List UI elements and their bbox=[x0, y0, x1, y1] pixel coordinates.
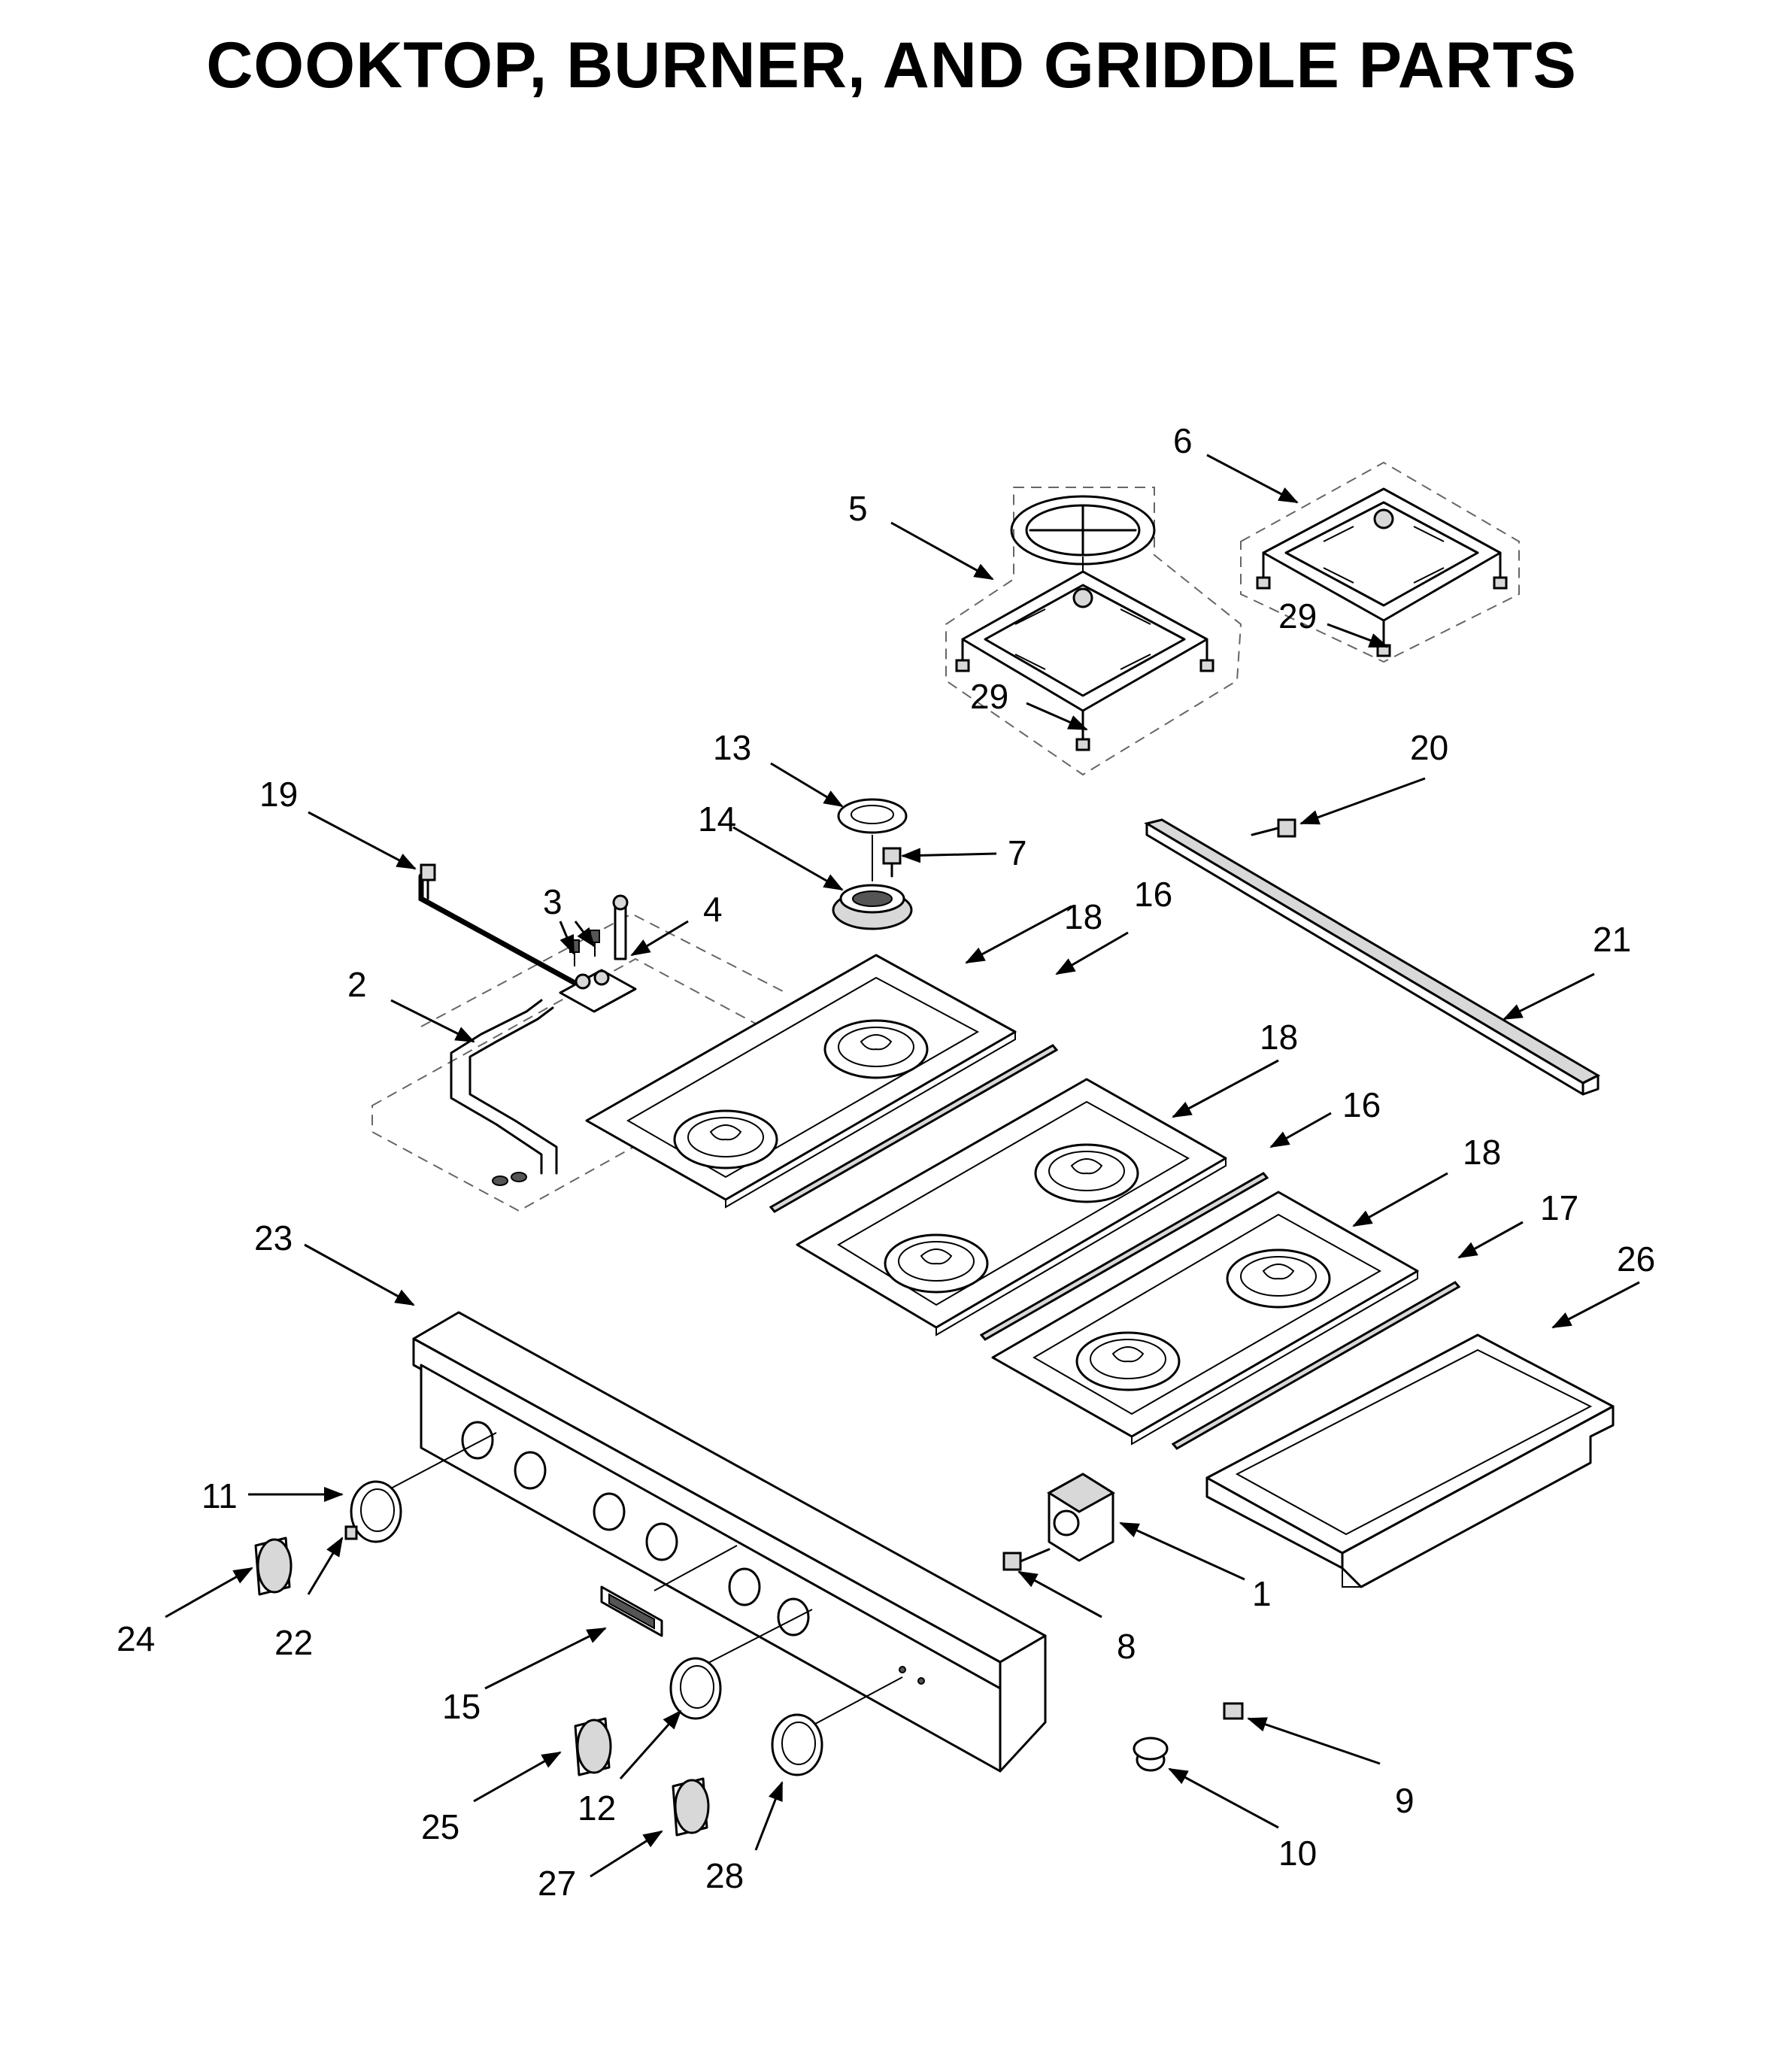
callout-21: 21 bbox=[1593, 920, 1631, 959]
part-10-plug bbox=[1133, 1737, 1169, 1772]
callout-16a: 16 bbox=[1134, 875, 1172, 914]
callout-15: 15 bbox=[442, 1687, 481, 1726]
callout-6: 6 bbox=[1173, 421, 1193, 460]
part-25-knob bbox=[574, 1717, 612, 1776]
callout-28: 28 bbox=[705, 1856, 744, 1895]
part-24-knob bbox=[254, 1537, 293, 1596]
callout-29a: 29 bbox=[970, 677, 1008, 716]
part-6-grate-assembly bbox=[1240, 461, 1520, 663]
part-16-trim-1 bbox=[769, 1044, 1059, 1213]
part-9-switch bbox=[1223, 1702, 1244, 1720]
part-14-burner-base bbox=[832, 835, 913, 930]
part-16-trim-2 bbox=[979, 1172, 1269, 1341]
part-15-badge bbox=[600, 1585, 663, 1637]
part-18-burner-pan-1 bbox=[585, 954, 1017, 1209]
callout-2: 2 bbox=[347, 965, 367, 1004]
callout-27: 27 bbox=[538, 1864, 576, 1903]
callout-8: 8 bbox=[1117, 1627, 1136, 1666]
part-26-griddle bbox=[1205, 1333, 1615, 1588]
callout-5: 5 bbox=[848, 489, 868, 528]
callout-16b: 16 bbox=[1342, 1085, 1381, 1124]
callout-arrows bbox=[165, 454, 1640, 1878]
callout-11: 11 bbox=[202, 1476, 238, 1515]
callout-18b: 18 bbox=[1260, 1018, 1298, 1057]
callout-9: 9 bbox=[1395, 1781, 1415, 1820]
part-13-burner-cap bbox=[837, 798, 908, 834]
callout-10: 10 bbox=[1278, 1834, 1317, 1873]
page-title: COOKTOP, BURNER, AND GRIDDLE PARTS bbox=[206, 29, 1577, 102]
callout-26: 26 bbox=[1617, 1239, 1655, 1279]
part-5-grate-assembly bbox=[945, 487, 1242, 776]
part-28-bezel bbox=[771, 1713, 823, 1776]
callout-7: 7 bbox=[1008, 833, 1027, 872]
callout-18a: 18 bbox=[1064, 897, 1102, 936]
part-1-spark-module bbox=[1047, 1473, 1115, 1562]
part-19-screw bbox=[420, 863, 436, 900]
callout-25: 25 bbox=[421, 1807, 459, 1846]
callout-18c: 18 bbox=[1463, 1133, 1501, 1172]
part-18-burner-pan-2 bbox=[796, 1078, 1227, 1336]
callout-3: 3 bbox=[543, 882, 562, 921]
callout-20: 20 bbox=[1410, 728, 1448, 767]
callout-24: 24 bbox=[117, 1619, 155, 1658]
callout-12: 12 bbox=[578, 1788, 616, 1828]
callout-22: 22 bbox=[274, 1623, 313, 1662]
callout-13: 13 bbox=[713, 728, 751, 767]
callout-19: 19 bbox=[259, 775, 298, 814]
callout-29b: 29 bbox=[1278, 596, 1317, 636]
part-21-rear-rail bbox=[1144, 818, 1601, 1096]
callout-4: 4 bbox=[703, 890, 723, 929]
part-17-trim bbox=[1171, 1281, 1461, 1450]
part-18-burner-pan-3 bbox=[991, 1191, 1419, 1446]
callout-17: 17 bbox=[1540, 1188, 1578, 1227]
callout-23: 23 bbox=[254, 1218, 293, 1257]
callout-1: 1 bbox=[1252, 1574, 1272, 1613]
part-7-screw bbox=[882, 847, 902, 878]
part-27-knob bbox=[672, 1777, 710, 1837]
part-3-screws bbox=[569, 930, 600, 966]
part-8-screw bbox=[1002, 1548, 1051, 1571]
callout-labels: 1 2 3 4 5 6 7 8 9 10 11 12 13 14 15 16 1… bbox=[117, 421, 1655, 1903]
part-23-control-panel bbox=[360, 1311, 1047, 1773]
callout-14: 14 bbox=[698, 799, 736, 839]
part-22-screw bbox=[344, 1525, 358, 1540]
part-12-bezel bbox=[669, 1657, 722, 1720]
part-20-screw bbox=[1251, 818, 1296, 838]
part-11-bezel bbox=[350, 1480, 402, 1543]
part-4-spark-electrode bbox=[612, 894, 629, 960]
